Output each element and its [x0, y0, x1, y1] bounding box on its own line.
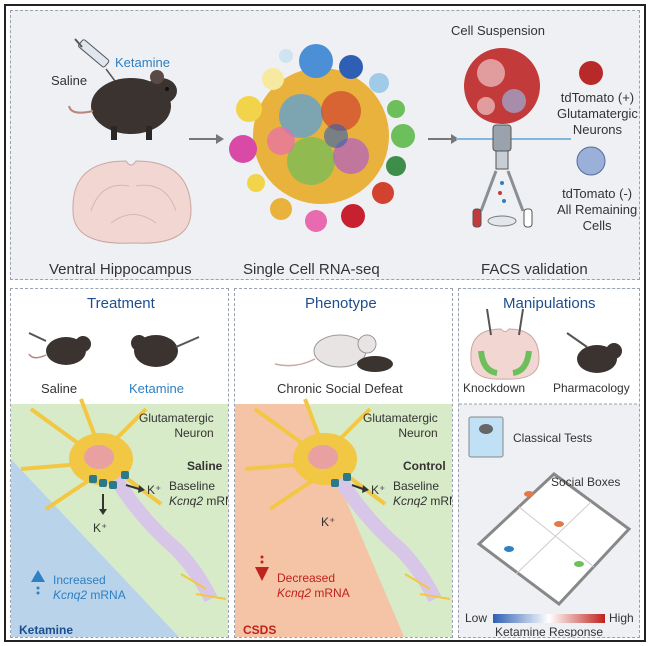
tdtomato-positive-cells-icon [579, 61, 603, 85]
baseline-label: Baseline Kcnq2 mRNA [393, 479, 452, 508]
brain-section-icon [72, 160, 192, 244]
figure-frame: Saline Ketamine Ventral Hippocampus Sing… [4, 4, 646, 642]
potassium-label: K⁺ [371, 483, 386, 497]
pharmacology-mouse-icon [566, 332, 622, 373]
ketamine-mouse-icon [131, 335, 200, 367]
treatment-art [11, 332, 228, 637]
treatment-title: Treatment [87, 295, 155, 312]
flow-arrow [189, 134, 224, 144]
efflux-arrow [351, 484, 369, 493]
classical-tests-label: Classical Tests [513, 431, 593, 445]
efflux-arrow [125, 484, 145, 493]
manipulations-title: Manipulations [503, 295, 596, 312]
ketamine-response-label: Ketamine Response [495, 625, 604, 638]
saline-label: Saline [41, 381, 78, 396]
decrease-arrow-icon [255, 567, 269, 581]
phenotype-panel: Phenotype Chronic Social Defeat Glutamat… [234, 288, 453, 638]
kcnq2-channel-icon [331, 473, 351, 487]
baseline-label: Baseline Kcnq2 mRNA [169, 479, 228, 508]
potassium-efflux-label: K⁺ [93, 521, 108, 535]
condition-label: Saline [187, 459, 223, 473]
potassium-label: K⁺ [147, 483, 162, 497]
low-label: Low [465, 611, 488, 625]
efflux-down-arrow [99, 494, 107, 515]
cell-cluster [253, 68, 389, 204]
increased-label: Increased Kcnq2 mRNA [53, 573, 126, 602]
cell-suspension-icon [464, 48, 540, 124]
ketamine-response-gradient [493, 614, 605, 623]
tdtomato-positive-label: tdTomato (+) Glutamatergic Neurons [557, 90, 638, 137]
top-panel-art [68, 38, 606, 244]
potassium-efflux-label: K⁺ [321, 515, 336, 529]
facs-machine-icon [456, 124, 571, 228]
high-label: High [609, 611, 634, 625]
mouse-icon [68, 70, 177, 140]
neuron-label: Glutamatergic Neuron [139, 411, 214, 440]
single-cell-label: Single Cell RNA-seq [243, 261, 380, 278]
beaker-icon [468, 416, 504, 458]
manipulations-panel: Manipulations Knockdown Pharmacology Cla… [458, 288, 640, 638]
facs-label: FACS validation [481, 261, 588, 278]
syringe-icon [74, 38, 116, 82]
phenotype-title: Phenotype [305, 295, 377, 312]
social-defeat-mice-icon [274, 334, 393, 372]
cell-suspension-label: Cell Suspension [451, 23, 545, 38]
increase-arrow-icon [31, 570, 45, 582]
neuron-icon [244, 398, 451, 603]
knockdown-brain-icon [470, 308, 540, 380]
chronic-social-defeat-label: Chronic Social Defeat [277, 381, 403, 396]
social-boxes-label: Social Boxes [551, 475, 621, 489]
neuron-icon [20, 398, 227, 603]
treatment-panel: Treatment Saline Ketamine Glutamatergic … [10, 288, 229, 638]
social-box-arena-icon [476, 472, 632, 607]
phenotype-art [235, 334, 452, 637]
csds-corner-label: CSDS [243, 623, 277, 637]
tdtomato-negative-label: tdTomato (-) All Remaining Cells [557, 186, 638, 233]
saline-mouse-icon [28, 332, 91, 365]
ketamine-label: Ketamine [129, 381, 184, 396]
saline-label: Saline [51, 73, 88, 88]
top-panel: Saline Ketamine Ventral Hippocampus Sing… [10, 10, 640, 280]
ketamine-label: Ketamine [115, 55, 170, 70]
knockdown-label: Knockdown [463, 381, 526, 395]
tdtomato-negative-cells-icon [576, 146, 606, 176]
manipulations-art [459, 289, 639, 623]
ketamine-corner-label: Ketamine [19, 623, 74, 637]
condition-label: Control [403, 459, 446, 473]
kcnq2-channel-icon [89, 471, 129, 489]
ventral-hippocampus-label: Ventral Hippocampus [49, 261, 192, 278]
flow-arrow [428, 134, 459, 144]
pharmacology-label: Pharmacology [553, 381, 630, 395]
satellite-clusters [229, 44, 415, 232]
neuron-label: Glutamatergic Neuron [363, 411, 438, 440]
decreased-label: Decreased Kcnq2 mRNA [277, 571, 350, 600]
